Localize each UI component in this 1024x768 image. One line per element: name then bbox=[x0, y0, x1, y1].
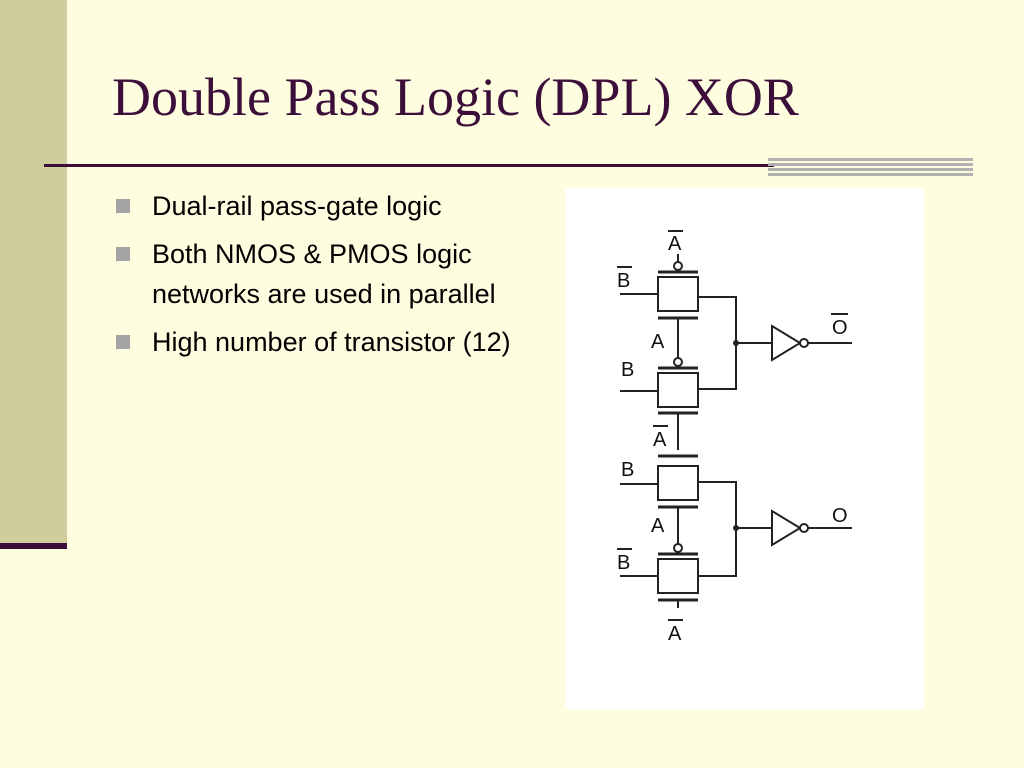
bullet-item: High number of transistor (12) bbox=[116, 322, 546, 362]
gate-label-a-bar: A bbox=[668, 233, 682, 255]
input-label-b-bar: B bbox=[617, 552, 630, 574]
bullet-square-icon bbox=[116, 335, 130, 349]
bullet-text: Both NMOS & PMOS logic networks are used… bbox=[152, 239, 496, 309]
inverter-bubble bbox=[799, 523, 809, 533]
title-divider-accent bbox=[768, 158, 973, 178]
input-label-b: B bbox=[621, 359, 634, 381]
output-label-o: O bbox=[832, 505, 848, 527]
gate-label-a: A bbox=[651, 515, 665, 537]
gate-label-a-bar: A bbox=[668, 623, 682, 645]
transistor-1 bbox=[657, 276, 699, 312]
inverter-bubble bbox=[799, 338, 809, 348]
bullet-square-icon bbox=[116, 199, 130, 213]
pmos-bubble bbox=[673, 357, 683, 367]
bullet-square-icon bbox=[116, 247, 130, 261]
bullet-item: Both NMOS & PMOS logic networks are used… bbox=[116, 234, 546, 314]
title-divider bbox=[44, 164, 774, 167]
bullet-list: Dual-rail pass-gate logic Both NMOS & PM… bbox=[116, 186, 546, 370]
wire bbox=[698, 528, 737, 577]
input-label-b-bar: B bbox=[617, 270, 630, 292]
left-accent-bar bbox=[0, 0, 67, 545]
transistor-2 bbox=[657, 372, 699, 408]
gate-label-a: A bbox=[651, 331, 665, 353]
dpl-xor-schematic: A B A B O A bbox=[565, 188, 924, 709]
output-label-o-bar: O bbox=[832, 317, 848, 339]
wire bbox=[698, 296, 737, 345]
gate-label-a-bar: A bbox=[653, 429, 667, 451]
transistor-4 bbox=[657, 558, 699, 594]
bullet-text: High number of transistor (12) bbox=[152, 327, 511, 357]
bullet-text: Dual-rail pass-gate logic bbox=[152, 191, 442, 221]
wire bbox=[698, 345, 737, 390]
transistor-3 bbox=[657, 465, 699, 501]
inverter-top bbox=[771, 324, 802, 362]
left-accent-bar-cap bbox=[0, 543, 67, 549]
inverter-bottom bbox=[771, 509, 802, 547]
input-label-b: B bbox=[621, 459, 634, 481]
pmos-bubble bbox=[673, 543, 683, 553]
wire bbox=[698, 481, 737, 528]
pmos-bubble bbox=[673, 261, 683, 271]
schematic-svg: A B A B O A bbox=[617, 230, 852, 645]
slide-title: Double Pass Logic (DPL) XOR bbox=[112, 67, 799, 127]
bullet-item: Dual-rail pass-gate logic bbox=[116, 186, 546, 226]
